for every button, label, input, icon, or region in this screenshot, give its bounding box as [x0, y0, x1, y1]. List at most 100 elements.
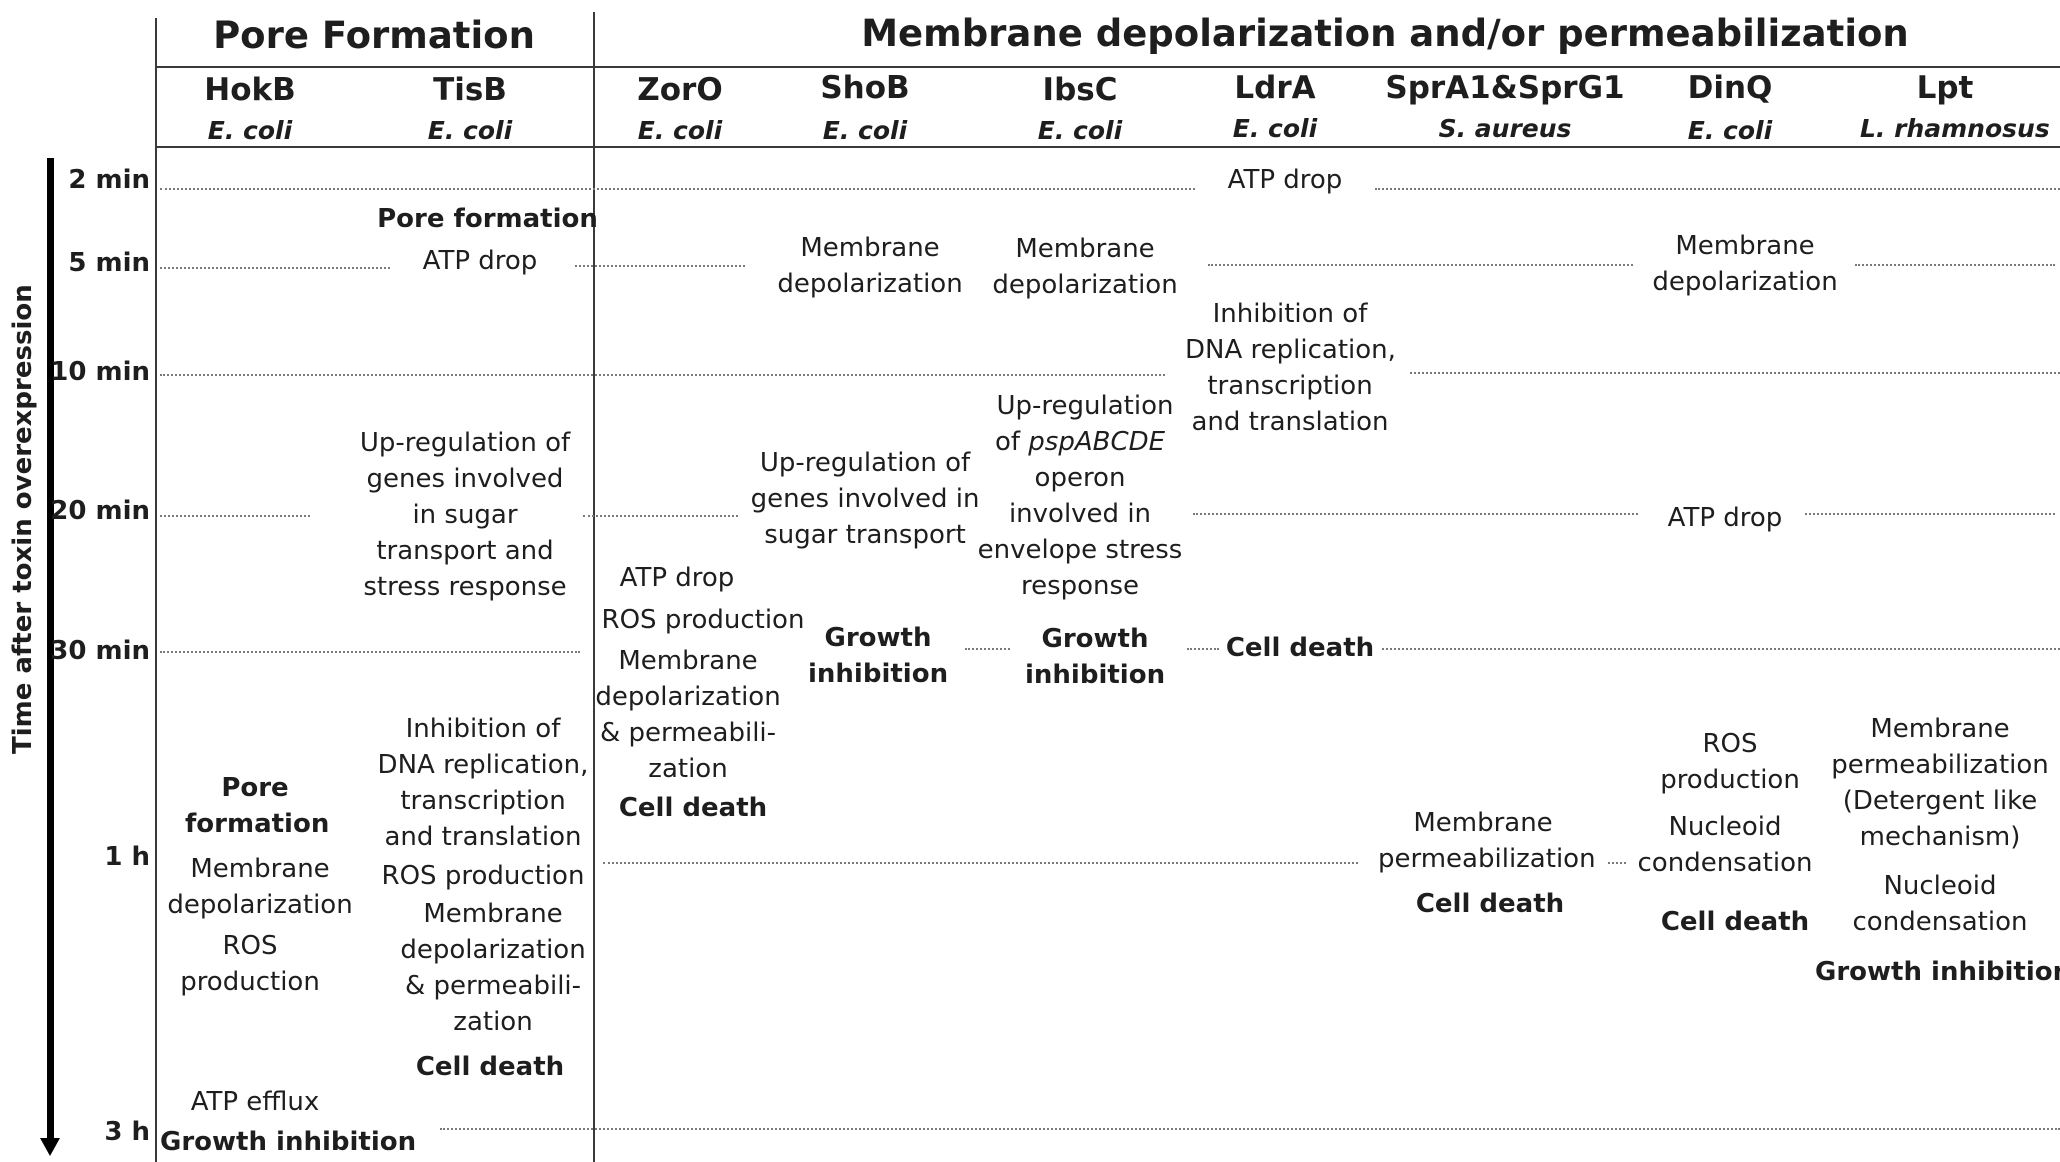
guide-30min [965, 648, 1010, 650]
event-line: mechanism) [1859, 822, 2021, 852]
toxin-name: ZorO [637, 72, 723, 108]
event-line: involved in [1008, 499, 1152, 529]
event-line: sugar transport [764, 520, 966, 550]
guide-2min [160, 188, 1195, 190]
toxin-name: TisB [433, 72, 507, 108]
event-line: Nucleoid [1883, 871, 1997, 901]
event-spra-cell-death: Cell death [1415, 889, 1565, 919]
event-line: & permeabili- [599, 718, 777, 748]
event-ibsc-growth: inhibition [1025, 660, 1166, 690]
event-line: DNA replication, [1185, 335, 1396, 365]
guide-20min [583, 515, 738, 517]
event-hokb-pore-line: Pore [221, 773, 289, 803]
event-text: of [994, 427, 1029, 457]
toxin-organism: S. aureus [1438, 114, 1572, 143]
event-lpt-growth-inhibition: Growth inhibition [1815, 957, 2060, 987]
event-hokb-pore-line: formation [185, 809, 330, 839]
event-line: response [1020, 571, 1140, 601]
event-tisb-pore-formation: Pore formation [377, 204, 598, 234]
toxin-name: SprA1&SprG1 [1385, 70, 1625, 106]
event-ldra-cell-death: Cell death [1225, 633, 1375, 663]
time-tick: 10 min [50, 357, 150, 387]
toxin-organism: L. rhamnosus [1860, 114, 2050, 143]
guide-30min [1382, 648, 2060, 650]
event-tisb-cell-death: Cell death [415, 1052, 565, 1082]
group-header-rule [155, 66, 2060, 68]
group-pore-formation: Pore Formation [213, 14, 535, 57]
event-line: Membrane [423, 899, 563, 929]
event-line: depolarization [400, 935, 586, 965]
event-hokb-growth-inhibition: Growth inhibition [160, 1127, 417, 1157]
toxin-name: LdrA [1234, 70, 1316, 106]
time-axis-arrow [47, 158, 54, 1140]
time-tick: 3 h [104, 1117, 150, 1147]
event-line: zation [648, 754, 728, 784]
event-line: permeabilization [1378, 844, 1596, 874]
event-line: genes involved [366, 464, 564, 494]
event-line: ROS production [381, 861, 585, 891]
event-line: & permeabili- [404, 971, 582, 1001]
event-line: condensation [1852, 907, 2028, 937]
toxin-name: ShoB [820, 70, 910, 106]
event-dinq-cell-death: Cell death [1660, 907, 1810, 937]
toxin-organism: E. coli [822, 116, 908, 145]
event-line: Inhibition of [405, 714, 561, 744]
event-line: production [1660, 765, 1800, 795]
event-line: in sugar [412, 500, 518, 530]
guide-10min [160, 374, 1165, 376]
toxin-organism: E. coli [1037, 116, 1123, 145]
toxin-name: DinQ [1687, 70, 1773, 106]
event-line: permeabilization [1831, 750, 2049, 780]
event-ibsc-growth: Growth [1041, 624, 1149, 654]
toxin-name: HokB [204, 72, 296, 108]
guide-1h [1608, 862, 1626, 864]
event-atp-drop: ATP drop [1227, 165, 1343, 195]
event-line: Membrane [1675, 231, 1815, 261]
event-shob-growth: Growth [824, 623, 932, 653]
event-line: Membrane [1870, 714, 2010, 744]
event-line: depolarization [992, 270, 1178, 300]
event-line: Membrane [190, 854, 330, 884]
event-shob-growth: inhibition [808, 659, 949, 689]
toxin-name: IbsC [1042, 72, 1118, 108]
event-line: Up-regulation [996, 391, 1174, 421]
event-line: and translation [1191, 407, 1389, 437]
guide-1h [603, 862, 1358, 864]
toxin-organism: E. coli [1687, 116, 1773, 145]
event-line: and translation [384, 822, 582, 852]
guide-20min [1193, 513, 1638, 515]
guide-2min [1375, 188, 2060, 190]
event-line: depolarization [777, 269, 963, 299]
time-axis-label: Time after toxin overexpression [8, 284, 38, 754]
guide-30min [1187, 648, 1219, 650]
event-line: Up-regulation of [359, 428, 571, 458]
event-line: ATP drop [619, 563, 735, 593]
guide-5min [1855, 264, 2055, 266]
event-line: transcription [400, 786, 566, 816]
time-tick: 1 h [104, 842, 150, 872]
toxin-header-rule [155, 146, 2060, 148]
event-dinq-atp-drop: ATP drop [1667, 503, 1783, 533]
event-line: depolarization [1652, 267, 1838, 297]
event-line: DNA replication, [377, 750, 589, 780]
event-line: depolarization [167, 890, 353, 920]
event-line: ROS production [601, 605, 805, 635]
toxin-organism: E. coli [1232, 114, 1318, 143]
guide-5min [575, 265, 745, 267]
guide-3h [440, 1128, 2060, 1130]
event-line: envelope stress [977, 535, 1183, 565]
event-line: Nucleoid [1668, 812, 1782, 842]
toxin-organism: E. coli [427, 116, 513, 145]
event-line: condensation [1637, 848, 1813, 878]
event-line: depolarization [595, 682, 781, 712]
time-tick: 30 min [50, 636, 150, 666]
event-line: Inhibition of [1212, 299, 1368, 329]
toxin-name: Lpt [1916, 70, 1974, 106]
event-zoro-cell-death: Cell death [618, 793, 768, 823]
event-line: Membrane [618, 646, 758, 676]
time-tick: 2 min [68, 165, 150, 195]
event-line: Membrane [1015, 234, 1155, 264]
toxin-organism: E. coli [207, 116, 293, 145]
event-line: Membrane [1413, 808, 1553, 838]
